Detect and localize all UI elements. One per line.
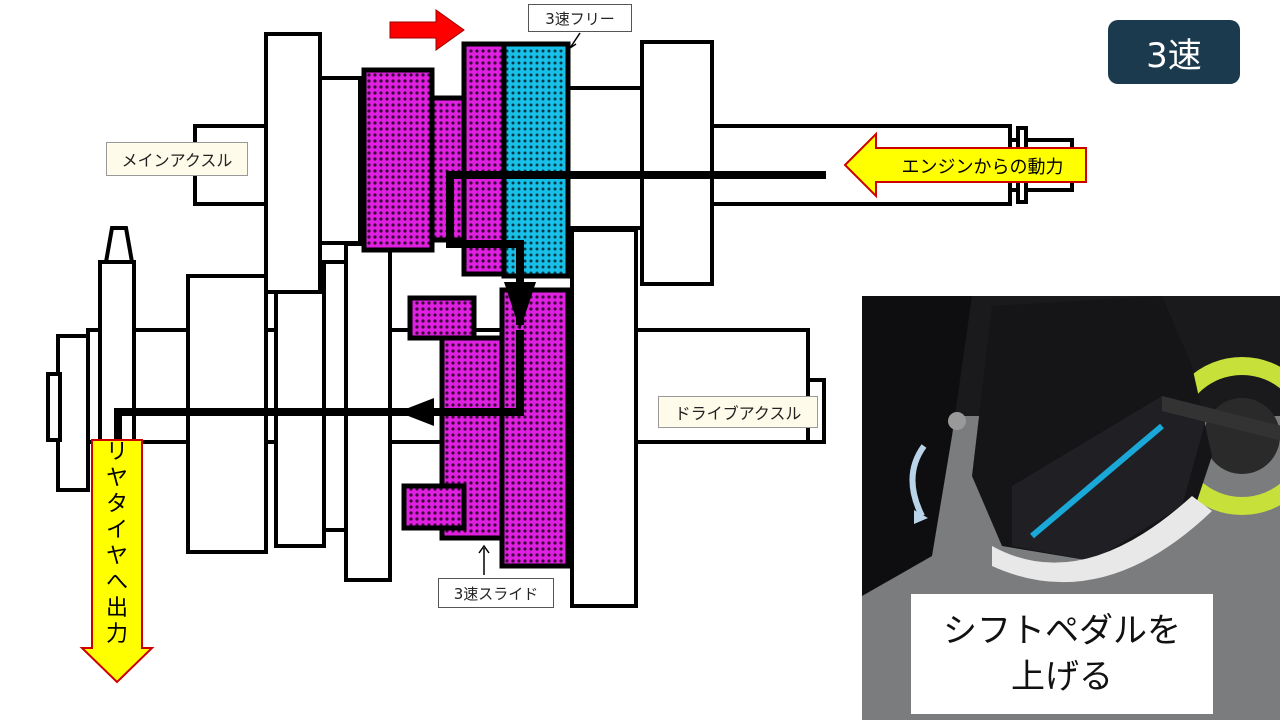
power-down-arrowhead	[504, 282, 536, 330]
engine-input-arrow	[843, 131, 1087, 199]
main-axle-label: メインアクスル	[106, 142, 248, 176]
main-axle-gears	[264, 32, 714, 294]
third-slide-gear-main	[361, 41, 507, 277]
rear-output-char: へ	[105, 570, 128, 595]
drive-axle-gears	[186, 228, 638, 608]
third-slide-label-text: 3速スライド	[453, 584, 539, 603]
rear-output-char: リ	[105, 440, 128, 465]
drive-axle-label: ドライブアクスル	[658, 396, 818, 428]
rear-output-char: ヤ	[105, 466, 128, 491]
callout-pointers	[478, 32, 581, 575]
rear-output-char: 力	[105, 622, 128, 647]
gear-badge: 3速	[1108, 20, 1240, 84]
caption-line-1: シフトペダルを	[943, 611, 1181, 651]
drive-axle-label-text: ドライブアクスル	[674, 404, 802, 423]
caption-line-2: 上げる	[1011, 657, 1113, 697]
third-slide-label: 3速スライド	[438, 578, 554, 608]
third-free-label-text: 3速フリー	[545, 9, 615, 28]
rear-output-arrow	[79, 439, 155, 684]
engine-input-label-text: エンジンからの動力	[901, 157, 1064, 178]
third-free-gear-main	[501, 41, 571, 279]
engine-input-label: エンジンからの動力	[880, 152, 1085, 180]
shift-direction-arrow	[389, 9, 465, 51]
rear-output-char: イ	[105, 518, 128, 543]
rear-output-label: リ ヤ タ イ ヤ へ 出 力	[102, 440, 132, 648]
third-gears-drive	[401, 287, 571, 569]
photo-caption: シフトペダルを 上げる	[911, 594, 1213, 714]
rear-output-char: ヤ	[105, 544, 128, 569]
rear-output-char: タ	[105, 492, 128, 517]
main-axle-label-text: メインアクスル	[121, 151, 233, 170]
gear-badge-text: 3速	[1146, 35, 1202, 76]
rear-output-char: 出	[105, 596, 128, 621]
third-free-label: 3速フリー	[528, 4, 632, 32]
power-left-arrowhead	[398, 398, 434, 426]
